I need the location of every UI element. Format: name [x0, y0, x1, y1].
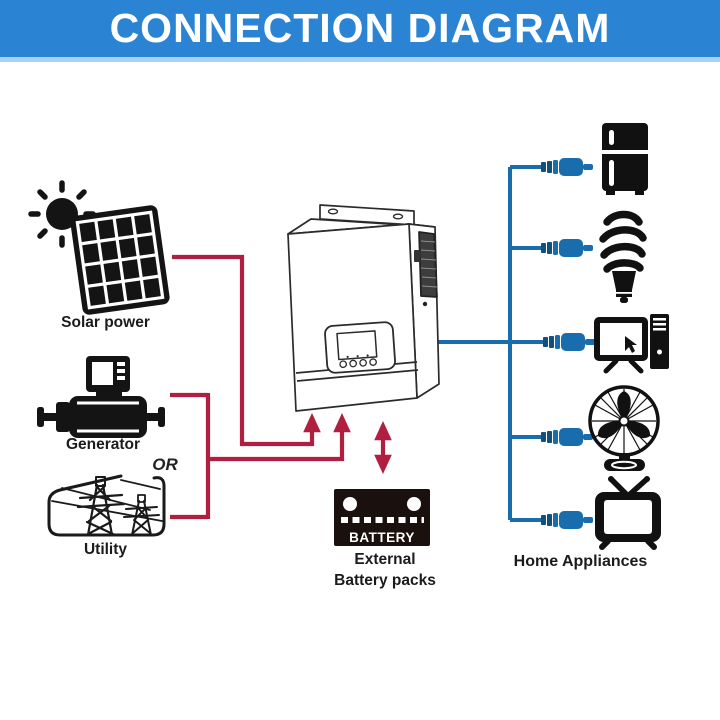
refrigerator-icon — [602, 123, 648, 195]
inverter-to-appliances-lines — [438, 165, 546, 522]
plug-icon — [541, 239, 593, 257]
plug-icon — [541, 511, 593, 529]
table-fan-icon — [588, 385, 660, 471]
inverter-illustration — [287, 204, 440, 412]
header-banner: CONNECTION DIAGRAM — [0, 0, 720, 62]
external-battery-label-line1: External — [354, 551, 416, 568]
utility-icon — [47, 474, 166, 537]
generator-icon — [37, 356, 165, 438]
solar-power-label: Solar power — [61, 314, 150, 331]
home-appliances-label: Home Appliances — [513, 553, 648, 570]
external-battery-label-line2: Battery packs — [334, 572, 436, 589]
inverter-display — [324, 321, 396, 374]
battery-icon: BATTERY — [334, 489, 430, 546]
solar-to-inverter-line — [172, 254, 321, 447]
external-battery-label: External Battery packs — [310, 549, 460, 591]
plug-icon — [543, 333, 595, 351]
battery-badge: BATTERY — [349, 530, 415, 545]
page-title: CONNECTION DIAGRAM — [109, 5, 611, 51]
cursor-icon — [625, 336, 637, 353]
solar-panel-icon — [70, 205, 170, 315]
heatsink-vent — [418, 231, 438, 298]
desktop-computer-icon — [594, 314, 669, 374]
plug-icon — [541, 158, 593, 176]
plug-icon — [541, 428, 593, 446]
television-icon — [595, 476, 661, 550]
generator-label: Generator — [65, 436, 141, 453]
utility-label: Utility — [83, 541, 128, 558]
generator-utility-to-inverter-line — [170, 392, 351, 520]
cfl-bulb-icon — [599, 210, 647, 303]
or-label: OR — [152, 455, 178, 474]
